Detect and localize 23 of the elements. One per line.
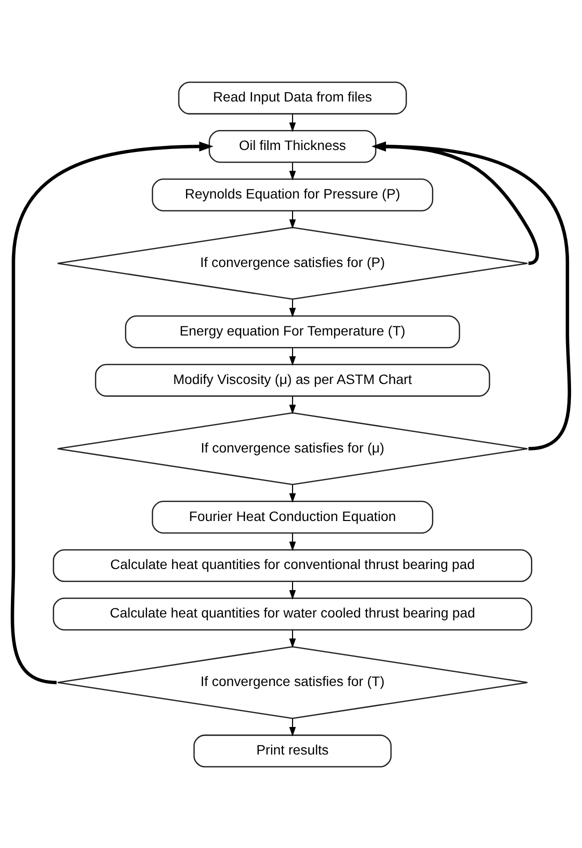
arrow [289,630,296,648]
node-diamond: If convergence satisfies for (μ) [57,412,528,485]
arrow [289,348,296,366]
arrow [289,718,296,736]
node-box: Print results [193,734,392,767]
arrow [10,141,214,684]
node-box: Calculate heat quantities for conventional thrust bearing pad [52,548,532,582]
node-box: Calculate heat quantities for water cooled thrust bearing pad [52,597,532,630]
arrow [289,162,296,180]
node-diamond: If convergence satisfies for (P) [57,226,528,300]
node-box: Fourier Heat Conduction Equation [152,500,434,534]
arrow [372,141,572,450]
node-box: Read Input Data from files [178,81,407,114]
arrow [289,396,296,414]
arrow [289,114,296,132]
arrow [289,299,296,317]
arrow [372,141,539,265]
node-diamond: If convergence satisfies for (T) [57,646,528,718]
node-box: Reynolds Equation for Pressure (P) [152,178,434,211]
node-box: Modify Viscosity (μ) as per ASTM Chart [94,363,490,396]
node-box: Oil film Thickness [208,130,376,162]
node-box: Energy equation For Temperature (T) [124,314,460,348]
arrow [289,210,296,228]
